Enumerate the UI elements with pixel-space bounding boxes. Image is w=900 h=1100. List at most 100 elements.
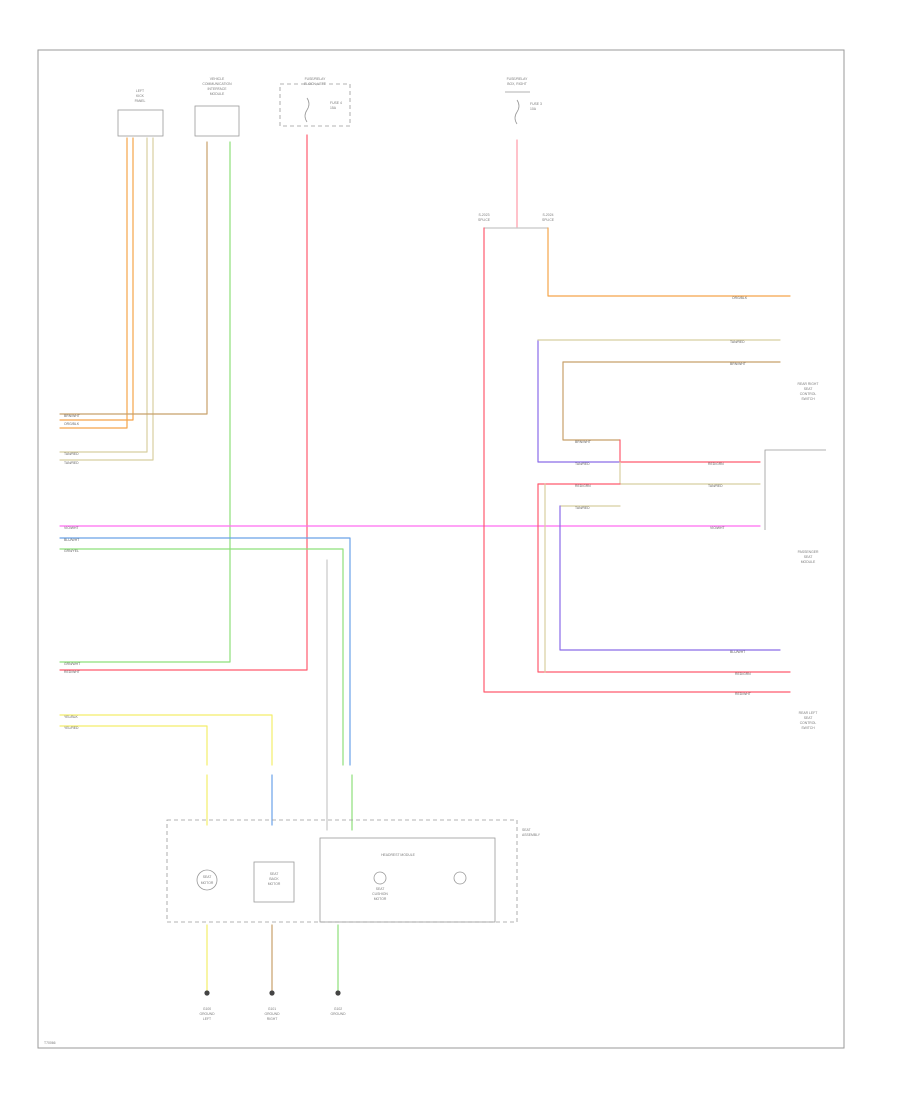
- fuse-right-label-1: FUSE/RELAY: [507, 77, 529, 81]
- wlbl-left-11: YEL/RED: [64, 726, 79, 730]
- diagram-frame: [37, 49, 845, 1049]
- fuse-left-box: [279, 83, 351, 127]
- wire-pink-right: [619, 439, 761, 463]
- wire-red-1: [59, 134, 308, 671]
- seat-assembly-box: [166, 819, 518, 923]
- splice-1-label-2: SPLICE: [478, 218, 491, 222]
- wlbl-mid-4: TAN/RED: [575, 506, 590, 510]
- rear-right-label-4: SWITCH: [801, 397, 815, 401]
- wlbl-left-2: ORG/BLK: [64, 422, 80, 426]
- ground-2-label-1: G101: [268, 1007, 276, 1011]
- motor-1-label-2: MOTOR: [201, 881, 214, 885]
- fuse-right-label-4: 10A: [530, 107, 537, 111]
- vcim-label-4: MODULE: [210, 92, 225, 96]
- splice-2-label-2: SPLICE: [542, 218, 555, 222]
- component-passenger-seat-module: PASSENGER SEAT MODULE: [764, 449, 826, 564]
- wlbl-left-6: BLU/WHT: [64, 538, 79, 542]
- rear-left-label-1: REAR LEFT: [799, 711, 818, 715]
- wlbl-left-9: RED/WHT: [64, 670, 80, 674]
- ground-3-label-1: G102: [334, 1007, 342, 1011]
- wire-yellow-2: [59, 725, 208, 766]
- wlbl-mid-2: TAN/RED: [575, 462, 590, 466]
- ground-2-label-3: RIGHT: [267, 1017, 278, 1021]
- ground-2-dot: [269, 990, 275, 996]
- wire-green-1: [59, 141, 231, 663]
- kick-panel-label-3: PANEL: [135, 99, 146, 103]
- splice-2-label-1: S-2024: [543, 213, 554, 217]
- wlbl-right-5: TAN/RED: [708, 484, 723, 488]
- wire-red-right-2b: [537, 483, 791, 673]
- passenger-label-3: MODULE: [801, 560, 816, 564]
- motor-2-label-3: MOTOR: [268, 882, 281, 886]
- ground-1-label-2: GROUND: [199, 1012, 215, 1016]
- wlbl-mid-1: BRN/WHT: [575, 440, 591, 444]
- vcim-label-2: COMMUNICATION: [202, 82, 232, 86]
- ground-1-label-1: G100: [203, 1007, 211, 1011]
- component-seat-assembly: SEAT ASSEMBLY HEADREST MODULE SEAT MOTOR…: [166, 819, 541, 923]
- wlbl-right-4: RED/GRN: [708, 462, 724, 466]
- passenger-module-bracket: [764, 449, 826, 530]
- fuse-left-label-3: FUSE 4: [330, 101, 342, 105]
- wlbl-right-7: BLU/WHT: [730, 650, 745, 654]
- wire-orange-right: [547, 227, 791, 297]
- wlbl-mid-3: RED/GRN: [575, 484, 591, 488]
- motor-2-label-1: SEAT: [270, 872, 279, 876]
- fuse-left-symbol: [304, 97, 310, 123]
- wlbl-left-1: BRN/WHT: [64, 414, 80, 418]
- motor-1-label-1: SEAT: [203, 875, 212, 879]
- wire-yellow-1: [59, 714, 273, 766]
- component-rear-right-switch: REAR RIGHT SEAT CONTROL SWITCH: [798, 382, 819, 401]
- wire-brown-right-1b: [562, 361, 621, 441]
- wire-blue: [59, 537, 351, 766]
- wlbl-right-2: TAN/RED: [730, 340, 745, 344]
- wire-brown-left: [59, 141, 208, 415]
- wlbl-left-4: TAN/RED: [64, 461, 79, 465]
- motor-3-label-2: CUSHION: [372, 892, 388, 896]
- fuse-right-label-3: FUSE 3: [530, 102, 542, 106]
- fuse-right-label-2: BOX, RIGHT: [507, 82, 527, 86]
- rear-left-label-4: SWITCH: [801, 726, 815, 730]
- kick-panel-label-2: KICK: [136, 94, 145, 98]
- fuse-left-label-1: FUSE/RELAY: [305, 77, 327, 81]
- wire-orange-left-1: [59, 137, 128, 429]
- wire-labels: BRN/WHT ORG/BLK TAN/RED TAN/RED VIO/WHT …: [64, 296, 751, 730]
- wlbl-right-3: BRN/WHT: [730, 362, 746, 366]
- vcim-label-3: INTERFACE: [207, 87, 227, 91]
- rear-right-label-1: REAR RIGHT: [798, 382, 819, 386]
- ground-2-label-2: GROUND: [264, 1012, 280, 1016]
- wire-tan-right-2: [619, 461, 761, 485]
- vcim-box: [194, 105, 240, 137]
- fuse-right-symbol: [514, 99, 520, 125]
- wlbl-left-8: GRN/WHT: [64, 662, 80, 666]
- wire-purple-1: [537, 339, 621, 463]
- wlbl-right-6: VIO/WHT: [710, 526, 725, 530]
- wlbl-right-8: RED/GRN: [735, 672, 751, 676]
- wire-purple-2: [559, 505, 781, 651]
- seat-assembly-label-1: SEAT: [522, 828, 531, 832]
- wlbl-left-5: VIO/WHT: [64, 526, 79, 530]
- headrest-motor-2: [453, 871, 467, 885]
- ground-1-label-3: LEFT: [203, 1017, 211, 1021]
- kick-panel-label-1: LEFT: [136, 89, 144, 93]
- grounds: G100 GROUND LEFT G101 GROUND RIGHT G102 …: [199, 990, 346, 1021]
- motor-3-label-3: MOTOR: [374, 897, 387, 901]
- splice-1-label-1: S-2023: [479, 213, 490, 217]
- wlbl-right-1: ORG/BLK: [732, 296, 748, 300]
- motor-1-symbol: [196, 869, 218, 891]
- fuse-left-label-4: 15A: [330, 106, 337, 110]
- passenger-label-1: PASSENGER: [798, 550, 819, 554]
- footer-code: T70066: [44, 1041, 56, 1045]
- component-left-kick-panel: LEFT KICK PANEL: [117, 89, 164, 137]
- vcim-label-1: VEHICLE: [210, 77, 225, 81]
- seat-assembly-label-2: ASSEMBLY: [522, 833, 541, 837]
- wlbl-left-10: YEL/BLK: [64, 715, 78, 719]
- wlbl-left-3: TAN/RED: [64, 452, 79, 456]
- wires: [59, 134, 791, 991]
- wlbl-left-7: GRN/YEL: [64, 549, 79, 553]
- wire-tan-left-1: [59, 137, 148, 453]
- ground-3-label-2: GROUND: [330, 1012, 346, 1016]
- component-fuse-left: FUSE/RELAY BLOCK, LEFT FUSE 4 15A: [279, 77, 351, 127]
- headrest-module-box: [319, 837, 496, 923]
- component-fuse-right: FUSE/RELAY BOX, RIGHT FUSE 3 10A: [505, 77, 542, 125]
